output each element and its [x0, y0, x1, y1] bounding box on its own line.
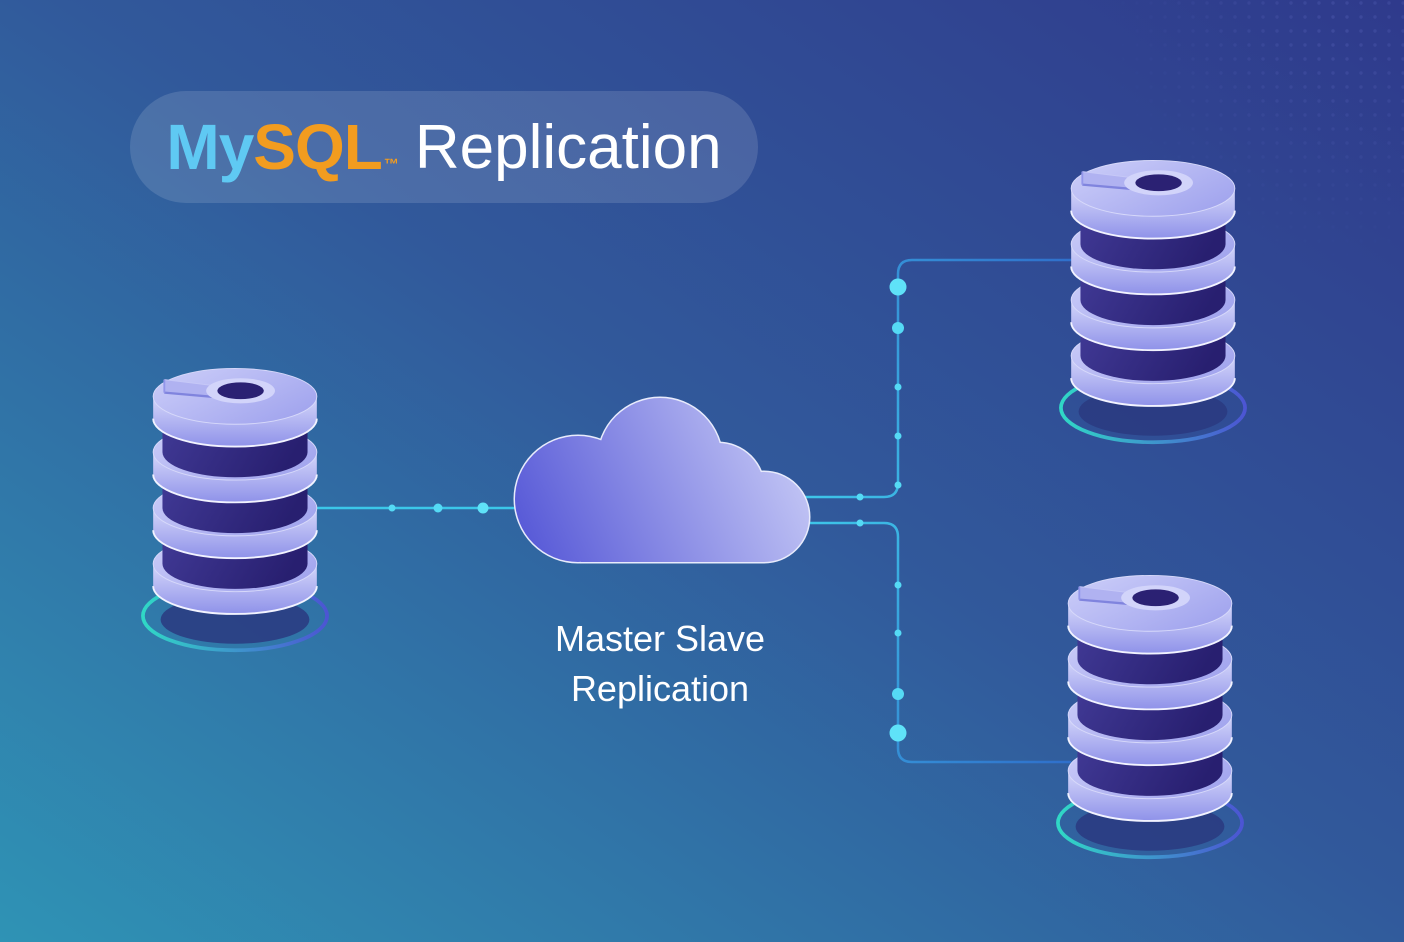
connector-dot	[433, 503, 443, 513]
cloud-label-line2: Replication	[570, 667, 750, 709]
connector-dot	[856, 519, 864, 527]
connector-dot	[892, 322, 904, 334]
master-database-icon	[141, 366, 329, 653]
connector-dot	[889, 724, 907, 742]
cloud-icon	[513, 396, 811, 564]
page-title: Replication	[414, 112, 722, 182]
connector-dot	[894, 432, 902, 440]
trademark-symbol: ™	[383, 155, 399, 173]
title-pill: My SQL ™ Replication	[130, 91, 758, 203]
connector-dot	[892, 688, 904, 700]
connector-dot	[856, 493, 864, 501]
slave-database-top-icon	[1059, 158, 1247, 445]
connector-cloud-slave-bottom	[804, 519, 1072, 764]
connector-master-cloud	[308, 502, 520, 514]
connector-dot	[889, 278, 907, 296]
connector-cloud-slave-top	[800, 258, 1076, 501]
brand-sql: SQL	[253, 111, 383, 183]
connector-dot	[894, 581, 902, 589]
connector-dot	[894, 383, 902, 391]
slave-database-bottom-icon	[1056, 573, 1244, 860]
connector-dot	[477, 502, 489, 514]
connector-dot	[894, 481, 902, 489]
connector-dot	[388, 504, 396, 512]
brand-my: My	[166, 111, 254, 183]
connector-dot	[894, 629, 902, 637]
cloud-label: Master Slave Replication	[470, 614, 850, 713]
cloud-label-line1: Master Slave	[554, 618, 766, 659]
